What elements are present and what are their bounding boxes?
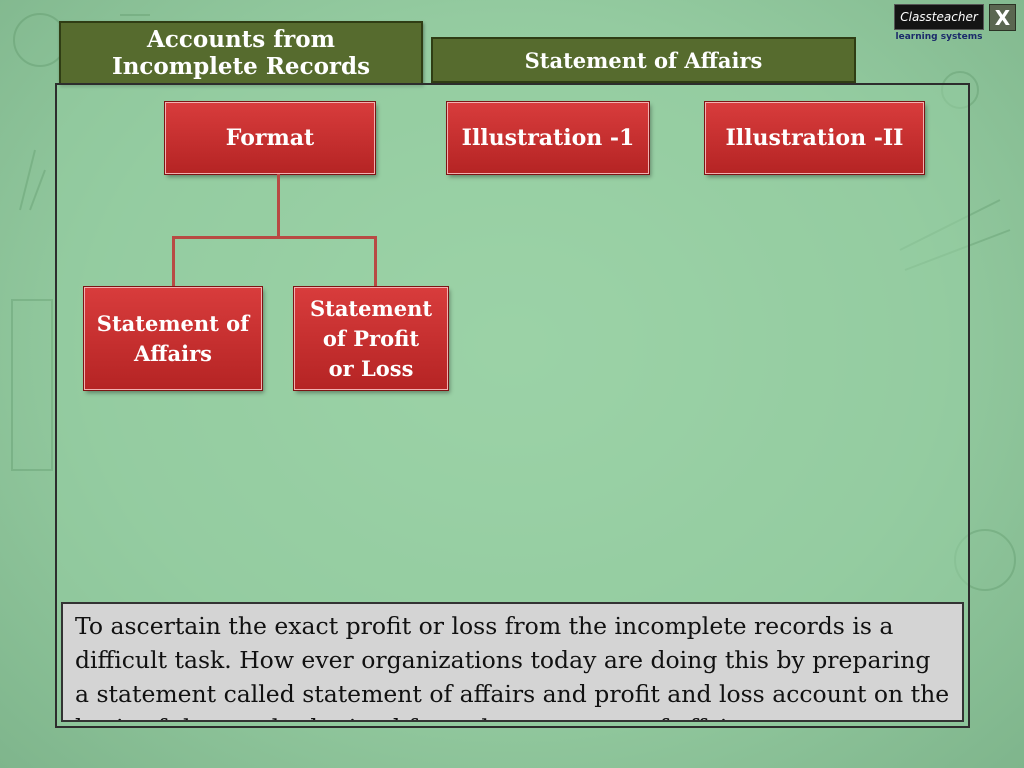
illustration-1-button[interactable]: Illustration -1 bbox=[446, 101, 650, 175]
page-title: Accounts from Incomplete Records bbox=[59, 21, 423, 85]
illustration-2-button[interactable]: Illustration -II bbox=[704, 101, 925, 175]
description-text-box: To ascertain the exact profit or loss fr… bbox=[61, 602, 964, 722]
close-button[interactable]: X bbox=[989, 4, 1016, 31]
illustration-2-label: Illustration -II bbox=[725, 125, 904, 151]
statement-of-affairs-button[interactable]: Statement of Affairs bbox=[83, 286, 263, 391]
logo-tagline: learning systems bbox=[895, 32, 983, 42]
tree-connector-horizontal bbox=[172, 236, 377, 239]
page-title-text: Accounts from Incomplete Records bbox=[111, 26, 371, 80]
tree-connector-right bbox=[374, 236, 377, 287]
tree-connector-vertical bbox=[277, 174, 280, 238]
description-text: To ascertain the exact profit or loss fr… bbox=[75, 612, 950, 720]
section-subtitle-text: Statement of Affairs bbox=[524, 47, 763, 73]
statement-of-profit-or-loss-button[interactable]: Statement of Profit or Loss bbox=[293, 286, 449, 391]
statement-of-profit-or-loss-label: Statement of Profit or Loss bbox=[309, 295, 433, 381]
tree-connector-left bbox=[172, 236, 175, 287]
statement-of-affairs-label: Statement of Affairs bbox=[96, 310, 250, 366]
classteacher-logo: Classteacher learning systems bbox=[894, 4, 984, 44]
section-subtitle: Statement of Affairs bbox=[431, 37, 856, 83]
format-button[interactable]: Format bbox=[164, 101, 376, 175]
logo-brand: Classteacher bbox=[894, 4, 984, 30]
format-button-label: Format bbox=[225, 125, 315, 151]
illustration-1-label: Illustration -1 bbox=[461, 125, 635, 151]
